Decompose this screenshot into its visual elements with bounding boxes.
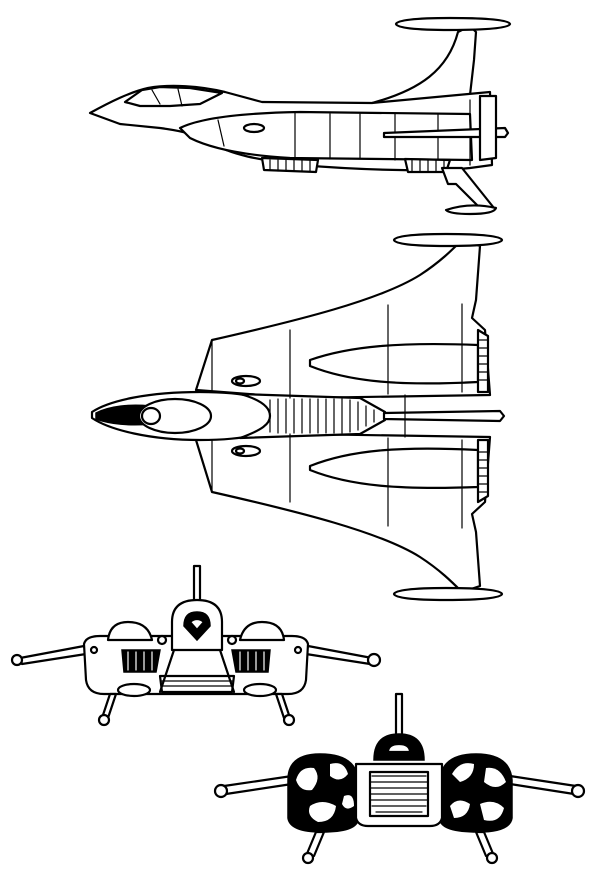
top-spine-ribs [269,398,375,434]
rear-camouflage [296,763,506,822]
front-inner-leg-right [218,648,236,694]
top-view [90,232,506,602]
front-intake-left [121,649,161,673]
rear-strut-tip-left [213,783,229,799]
front-pod-right [242,682,278,698]
front-light-right [293,645,303,655]
top-panel-lines [211,303,463,529]
front-dome-right [238,620,286,642]
front-center-panel [158,674,236,694]
front-view [10,564,382,727]
front-bolt-right [226,634,238,646]
side-tail-fin [370,24,492,105]
front-pod-left [116,682,152,698]
rear-grille-frame [368,770,430,818]
front-mast [192,564,202,606]
side-canopy [123,85,224,108]
front-inner-leg-left [158,648,176,694]
rear-strut-left [222,774,294,796]
side-view [88,16,512,216]
front-strut-tip-right [366,652,382,668]
rear-hump-window [386,742,412,754]
front-center-ribs [161,680,233,687]
front-bolt-left [156,634,168,646]
rear-view [213,692,586,865]
rear-strut-right [508,774,578,796]
top-rear-probe [382,409,506,423]
front-intake-right [231,649,271,673]
rear-strut-tip-right [570,783,586,799]
side-canopy-frame [151,88,183,107]
side-landing-foot [444,204,498,216]
side-vent [242,122,266,134]
front-strut-right [304,644,374,666]
front-canopy-frame [188,617,206,632]
rear-leg-left [304,830,326,858]
front-strut-left [18,644,88,666]
rear-foot-left [301,851,315,865]
side-exhaust [478,94,498,162]
top-vent-lower-hole [234,447,246,455]
top-wingtip-lower [392,586,504,602]
front-foot-left [97,713,111,727]
top-vent-upper-hole [234,377,246,385]
top-exhaust-ribs [476,328,490,504]
top-wingtip-upper [392,232,504,248]
front-light-left [89,645,99,655]
front-foot-right [282,713,296,727]
rear-foot-right [485,851,499,865]
top-canopy [137,397,213,435]
front-dome-left [106,620,154,642]
top-canopy-seat [140,406,162,426]
rear-center-body [354,762,444,828]
side-fin-cap [394,16,512,32]
front-intake-bars [127,651,265,671]
front-strut-tip-left [10,653,24,667]
rear-nacelle-right [439,753,513,833]
rear-exhaust-grille [369,775,429,813]
top-spine [238,392,387,440]
